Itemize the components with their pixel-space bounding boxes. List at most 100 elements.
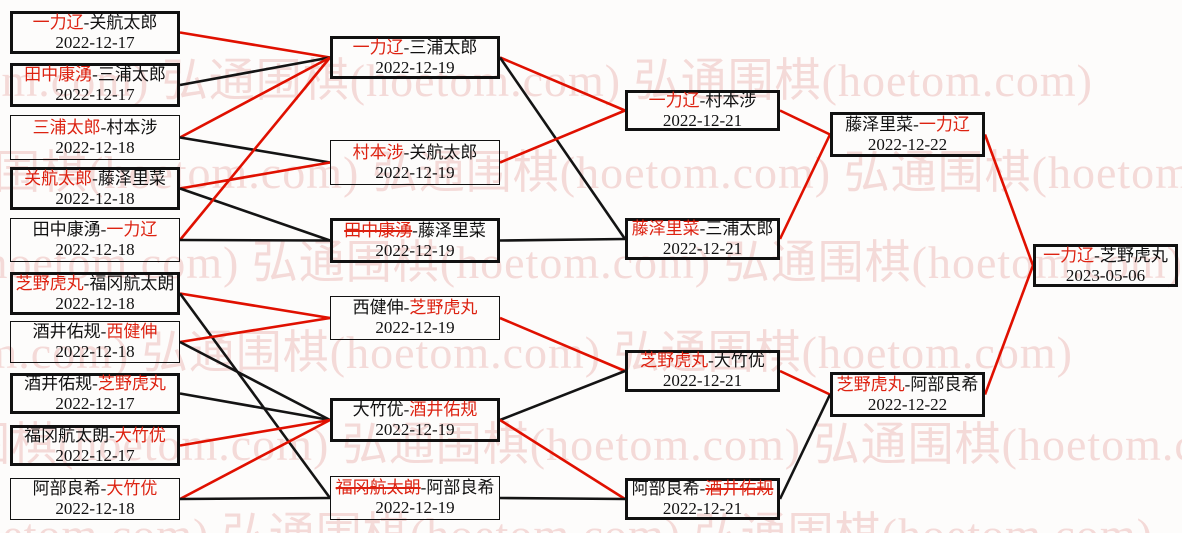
vs-hyphen: - <box>403 298 410 317</box>
player-name-2: 芝野虎丸 <box>409 298 478 317</box>
bracket-line-C1-D2 <box>498 56 627 240</box>
player-name-1: 酒井佑规 <box>24 373 93 393</box>
vs-hyphen: - <box>100 220 107 239</box>
watermark-row: 弘通围棋(hoetom.com) 弘通围棋(hoetom.com) 弘通围棋(h… <box>0 55 1093 106</box>
player-name-2: 芝野虎丸 <box>1099 245 1168 265</box>
player-name-2: 酒井佑规 <box>705 479 774 498</box>
player-name-2: 福冈航太朗 <box>89 273 175 293</box>
match-players: 三浦太郎-村本涉 <box>33 118 158 138</box>
watermark-row: 弘通围棋(hoetom.com) 弘通围棋(hoetom.com) 弘通围棋(h… <box>0 327 1073 378</box>
player-name-2: 大竹优 <box>106 479 158 498</box>
player-name-2: 关航太郎 <box>409 142 478 162</box>
vs-hyphen: - <box>403 37 410 57</box>
vs-hyphen: - <box>92 65 98 84</box>
match-date: 2022-12-18 <box>55 188 135 208</box>
player-name-1: 关航太郎 <box>24 168 93 188</box>
match-date: 2022-12-17 <box>55 32 135 52</box>
player-name-1: 阿部良希 <box>631 479 700 498</box>
match-players: 福冈航太朗-大竹优 <box>24 426 166 446</box>
vs-hyphen: - <box>699 219 706 238</box>
vs-hyphen: - <box>403 142 410 162</box>
vs-hyphen: - <box>100 322 107 341</box>
bracket-line-B7-C4 <box>179 316 331 344</box>
vs-hyphen: - <box>83 273 90 293</box>
match-players: 一力辽-关航太郎 <box>33 13 158 33</box>
match-players: 一力辽-芝野虎丸 <box>1043 246 1168 266</box>
bracket-line-B5-C3 <box>179 238 331 242</box>
player-name-2: 一力辽 <box>106 220 158 239</box>
match-date: 2022-12-17 <box>55 445 135 465</box>
match-date: 2022-12-19 <box>375 162 455 182</box>
bracket-line-E2-F1 <box>983 265 1035 395</box>
player-name-1: 藤泽里菜 <box>631 219 700 238</box>
player-name-1: 福冈航太朗 <box>335 478 421 497</box>
vs-hyphen: - <box>420 478 427 497</box>
player-name-2: 关航太郎 <box>89 12 158 32</box>
player-name-1: 芝野虎丸 <box>836 374 905 394</box>
bracket-line-C5-D3 <box>499 369 626 422</box>
player-name-2: 三浦太郎 <box>705 219 774 238</box>
player-name-2: 藤泽里菜 <box>97 168 166 188</box>
bracket-line-C5-D4 <box>499 418 626 501</box>
bracket-line-B3-C1 <box>179 56 331 139</box>
match-players: 一力辽-三浦太郎 <box>353 38 478 58</box>
vs-hyphen: - <box>412 220 418 240</box>
vs-hyphen: - <box>708 351 714 370</box>
match-date: 2022-12-19 <box>375 57 455 77</box>
bracket-line-B6-C6 <box>178 292 332 499</box>
player-name-2: 村本涉 <box>705 90 757 110</box>
match-date: 2022-12-21 <box>662 499 743 518</box>
player-name-2: 大竹优 <box>114 425 166 445</box>
player-name-1: 一力辽 <box>352 37 404 57</box>
match-date: 2022-12-19 <box>375 420 455 439</box>
player-name-1: 三浦太郎 <box>32 117 101 137</box>
bracket-line-D3-E2 <box>779 369 831 396</box>
player-name-1: 村本涉 <box>352 142 404 162</box>
match-date: 2022-12-18 <box>55 342 135 361</box>
match-players: 田中康湧-一力辽 <box>33 220 158 240</box>
player-name-2: 阿部良希 <box>426 478 495 497</box>
bracket-line-C6-D4 <box>499 496 626 501</box>
player-name-1: 芝野虎丸 <box>640 351 709 370</box>
match-players: 西健伸-芝野虎丸 <box>353 298 478 318</box>
match-date: 2022-12-18 <box>55 499 135 518</box>
bracket-line-B10-C5 <box>179 418 331 501</box>
match-players: 芝野虎丸-阿部良希 <box>837 375 979 395</box>
match-players: 藤泽里菜-一力辽 <box>845 115 970 135</box>
bracket-line-B10-C6 <box>179 496 331 501</box>
watermark-row: 弘通围棋(hoetom.com) 弘通围棋(hoetom.com) 弘通围棋(h… <box>0 419 1182 470</box>
match-date: 2022-12-18 <box>55 240 135 259</box>
match-date: 2022-12-22 <box>867 134 948 154</box>
player-name-1: 阿部良希 <box>32 479 101 498</box>
player-name-2: 村本涉 <box>106 117 158 137</box>
vs-hyphen: - <box>699 90 706 110</box>
player-name-1: 大竹优 <box>352 400 404 419</box>
player-name-1: 酒井佑规 <box>32 322 101 341</box>
match-players: 芝野虎丸-福冈航太朗 <box>16 274 175 294</box>
bracket-line-B6-C4 <box>179 292 331 320</box>
match-date: 2022-12-21 <box>662 110 743 130</box>
watermark-row: 弘通围棋(hoetom.com) 弘通围棋(hoetom.com) 弘通围棋(h… <box>0 237 1182 288</box>
match-players: 芝野虎丸-大竹优 <box>640 351 765 371</box>
match-date: 2022-12-22 <box>867 394 948 414</box>
match-players: 大竹优-酒井佑规 <box>353 400 478 420</box>
match-players: 酒井佑规-西健伸 <box>33 322 158 342</box>
bracket-line-D1-E1 <box>779 109 831 136</box>
bracket-line-D4-E2 <box>778 393 832 500</box>
bracket-line-E1-F1 <box>983 134 1035 266</box>
bracket-line-B2-C1 <box>179 56 331 87</box>
